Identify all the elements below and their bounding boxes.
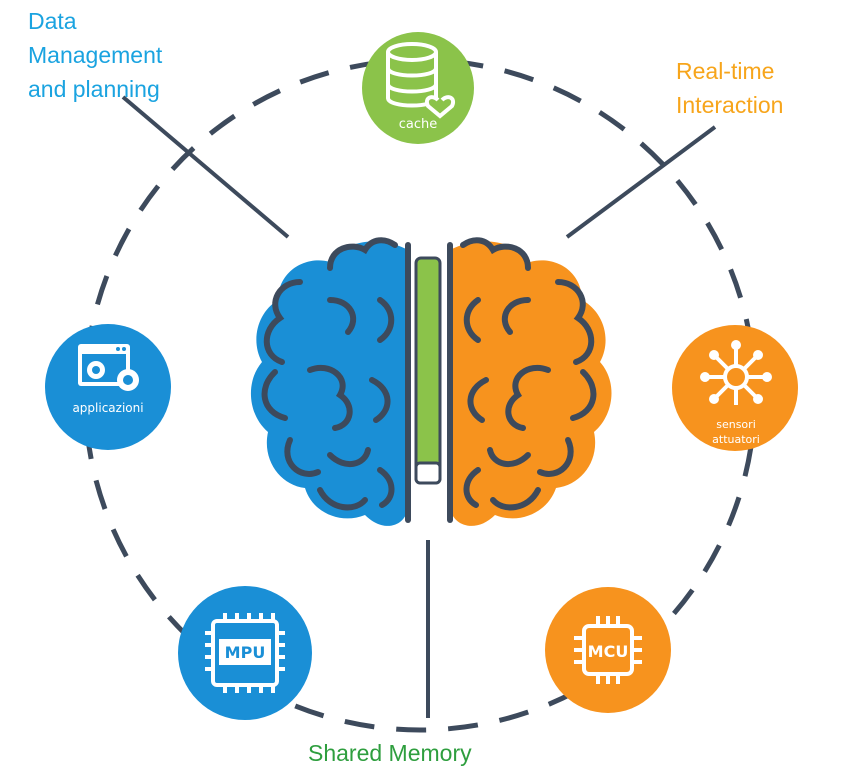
realtime-interaction-label: Real-time Interaction [676,54,783,122]
cache-badge: cache [362,32,474,144]
brain-folds-left [261,237,398,511]
sensori-badge: sensori attuatori [672,325,798,451]
brain-left-hemisphere [250,241,408,526]
cache-label: cache [399,117,438,132]
mcu-badge: MCU [545,587,671,713]
brain-folds-right [460,237,597,511]
data-management-line3: and planning [28,76,160,102]
sensori-label: sensori [716,418,756,431]
applicazioni-badge: applicazioni [45,324,171,450]
shared-memory-label: Shared Memory [308,740,472,766]
realtime-line2: Interaction [676,92,784,118]
shared-memory-bar [416,258,440,483]
mpu-label: MPU [225,643,266,662]
realtime-line1: Real-time [676,58,775,84]
network-hub-icon [707,347,765,405]
chip-icon [205,613,285,693]
attuatori-label: attuatori [712,433,760,446]
database-heart-icon [386,42,455,119]
data-management-label: Data Management and planning [28,4,162,106]
connector-data-management [121,95,290,239]
brain-illustration [250,237,612,526]
mcu-label: MCU [588,642,629,661]
window-gears-icon [78,344,139,391]
data-management-line2: Management [28,42,163,68]
data-management-line1: Data [28,8,77,34]
applicazioni-label: applicazioni [72,401,143,415]
chip-icon [574,616,642,684]
brain-right-hemisphere [450,241,612,526]
connector-realtime [565,125,717,239]
mpu-badge: MPU [178,586,312,720]
